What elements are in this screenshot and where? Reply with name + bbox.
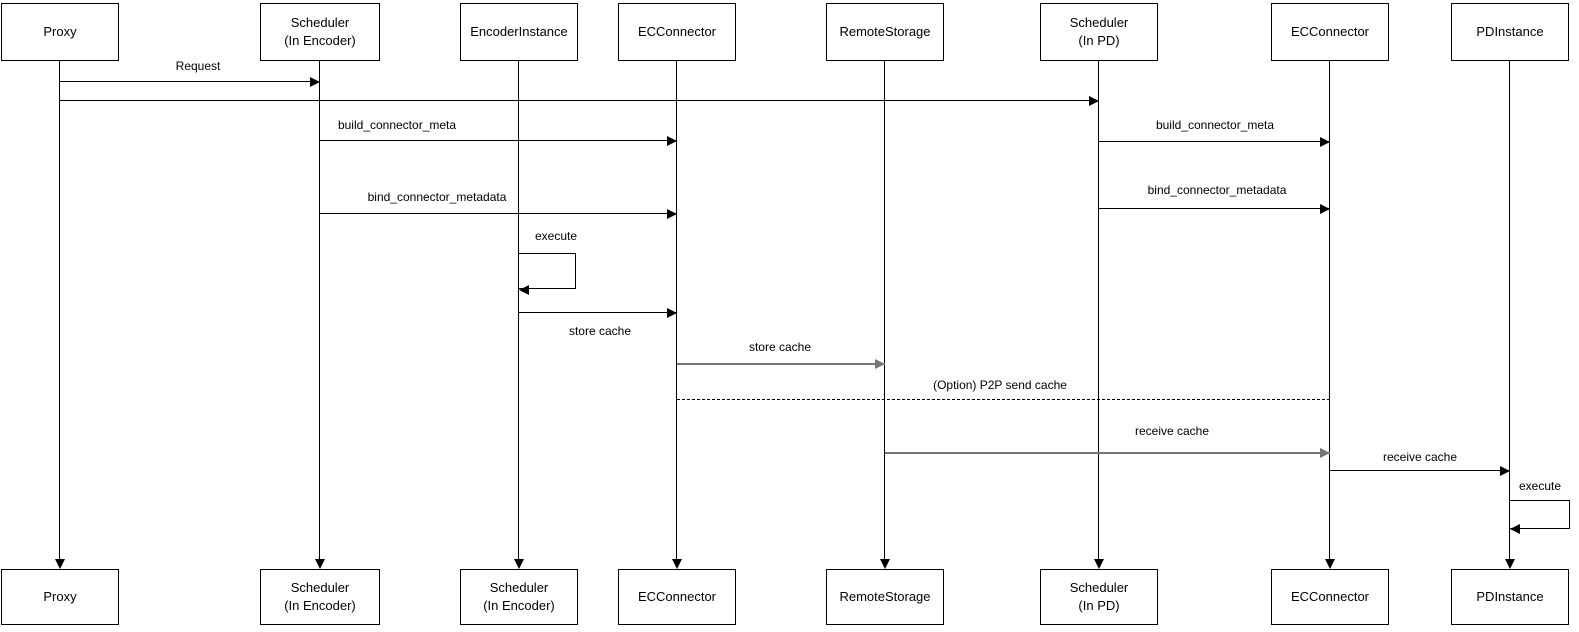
self-loop-execute-pd <box>1510 500 1570 529</box>
participant-label: Scheduler <box>1069 579 1129 595</box>
arrowhead-right-icon <box>875 359 885 369</box>
participant-bottom-proxy: Proxy <box>1 569 119 625</box>
message-label-p2p-send-cache: (Option) P2P send cache <box>931 378 1069 392</box>
lifeline-pdinstance <box>1509 61 1510 559</box>
message-line-receive-cache-2 <box>1330 470 1510 471</box>
message-label-request: Request <box>173 59 223 73</box>
participant-label: PDInstance <box>1476 23 1544 39</box>
lifeline-arrowhead-down-icon <box>315 559 325 569</box>
lifeline-scheduler-in-encoder <box>319 61 320 559</box>
arrowhead-right-icon <box>667 136 677 146</box>
participant-label: Scheduler <box>290 579 350 595</box>
participant-label: (In PD) <box>1078 33 1120 48</box>
message-label-execute-encoder: execute <box>532 229 580 243</box>
self-loop-execute-encoder <box>519 253 576 289</box>
participant-bottom-ecconnector-1: ECConnector <box>618 569 736 625</box>
participant-top-scheduler-in-pd: Scheduler (In PD) <box>1040 3 1158 61</box>
message-label-build-connector-meta-right: build_connector_meta <box>1153 118 1277 132</box>
participant-bottom-ecconnector-2: ECConnector <box>1271 569 1389 625</box>
arrowhead-right-icon <box>667 209 677 219</box>
participant-bottom-scheduler-in-pd: Scheduler (In PD) <box>1040 569 1158 625</box>
participant-label: (In Encoder) <box>483 598 555 613</box>
participant-label: Proxy <box>43 588 77 604</box>
message-line-build-connector-meta-right <box>1099 141 1330 142</box>
lifeline-arrowhead-down-icon <box>1094 559 1104 569</box>
arrowhead-right-icon <box>1320 448 1330 458</box>
message-line-p2p-send-cache <box>677 399 1330 400</box>
lifeline-arrowhead-down-icon <box>880 559 890 569</box>
lifeline-arrowhead-down-icon <box>1325 559 1335 569</box>
message-label-receive-cache-2: receive cache <box>1380 450 1460 464</box>
lifeline-arrowhead-down-icon <box>55 559 65 569</box>
participant-label: (In Encoder) <box>284 33 356 48</box>
participant-label: PDInstance <box>1476 588 1544 604</box>
participant-label: ECConnector <box>637 23 717 39</box>
message-label-store-cache-1: store cache <box>566 324 634 338</box>
participant-label: Scheduler <box>1069 14 1129 30</box>
participant-top-scheduler-in-encoder: Scheduler (In Encoder) <box>260 3 380 61</box>
message-line-proxy-to-scheduler-pd <box>60 100 1099 101</box>
participant-top-ecconnector-1: ECConnector <box>618 3 736 61</box>
lifeline-arrowhead-down-icon <box>672 559 682 569</box>
participant-label: (In Encoder) <box>284 598 356 613</box>
message-line-bind-connector-metadata-right <box>1099 208 1330 209</box>
arrowhead-left-icon <box>1510 524 1520 534</box>
participant-label: RemoteStorage <box>839 23 931 39</box>
participant-label: ECConnector <box>1290 23 1370 39</box>
participant-label: ECConnector <box>1290 588 1370 604</box>
message-line-store-cache-2 <box>677 363 885 365</box>
participant-bottom-pdinstance: PDInstance <box>1451 569 1569 625</box>
participant-label: EncoderInstance <box>470 23 568 39</box>
arrowhead-left-icon <box>519 285 529 295</box>
participant-top-remotestorage: RemoteStorage <box>826 3 944 61</box>
lifeline-scheduler-in-pd <box>1098 61 1099 559</box>
message-label-store-cache-2: store cache <box>746 340 814 354</box>
lifeline-ecconnector-2 <box>1329 61 1330 559</box>
arrowhead-right-icon <box>1500 466 1510 476</box>
message-label-build-connector-meta-left: build_connector_meta <box>335 118 459 132</box>
message-label-bind-connector-metadata-left: bind_connector_metadata <box>365 190 509 204</box>
arrowhead-right-icon <box>1089 96 1099 106</box>
participant-label: RemoteStorage <box>839 588 931 604</box>
participant-top-pdinstance: PDInstance <box>1451 3 1569 61</box>
lifeline-encoderinstance <box>518 61 519 559</box>
participant-bottom-remotestorage: RemoteStorage <box>826 569 944 625</box>
participant-bottom-scheduler-in-encoder-2: Scheduler (In Encoder) <box>460 569 578 625</box>
lifeline-proxy <box>59 61 60 559</box>
arrowhead-right-icon <box>310 77 320 87</box>
lifeline-arrowhead-down-icon <box>514 559 524 569</box>
participant-label: Proxy <box>43 23 77 39</box>
participant-label: (In PD) <box>1078 598 1120 613</box>
message-label-bind-connector-metadata-right: bind_connector_metadata <box>1145 183 1289 197</box>
participant-top-encoderinstance: EncoderInstance <box>460 3 578 61</box>
participant-top-ecconnector-2: ECConnector <box>1271 3 1389 61</box>
lifeline-remotestorage <box>884 61 885 559</box>
participant-top-proxy: Proxy <box>1 3 119 61</box>
arrowhead-right-icon <box>667 308 677 318</box>
arrowhead-right-icon <box>1320 204 1330 214</box>
lifeline-arrowhead-down-icon <box>1505 559 1515 569</box>
message-label-receive-cache-1: receive cache <box>1132 424 1212 438</box>
message-line-bind-connector-metadata-left <box>320 213 677 214</box>
participant-label: Scheduler <box>290 14 350 30</box>
participant-label: Scheduler <box>489 579 549 595</box>
message-line-build-connector-meta-left <box>320 140 677 141</box>
message-line-store-cache-1 <box>519 312 677 313</box>
message-line-receive-cache-1 <box>885 452 1330 454</box>
participant-bottom-scheduler-in-encoder-1: Scheduler (In Encoder) <box>260 569 380 625</box>
participant-label: ECConnector <box>637 588 717 604</box>
arrowhead-right-icon <box>1320 137 1330 147</box>
message-line-request <box>60 81 320 82</box>
message-label-execute-pd: execute <box>1516 479 1564 493</box>
